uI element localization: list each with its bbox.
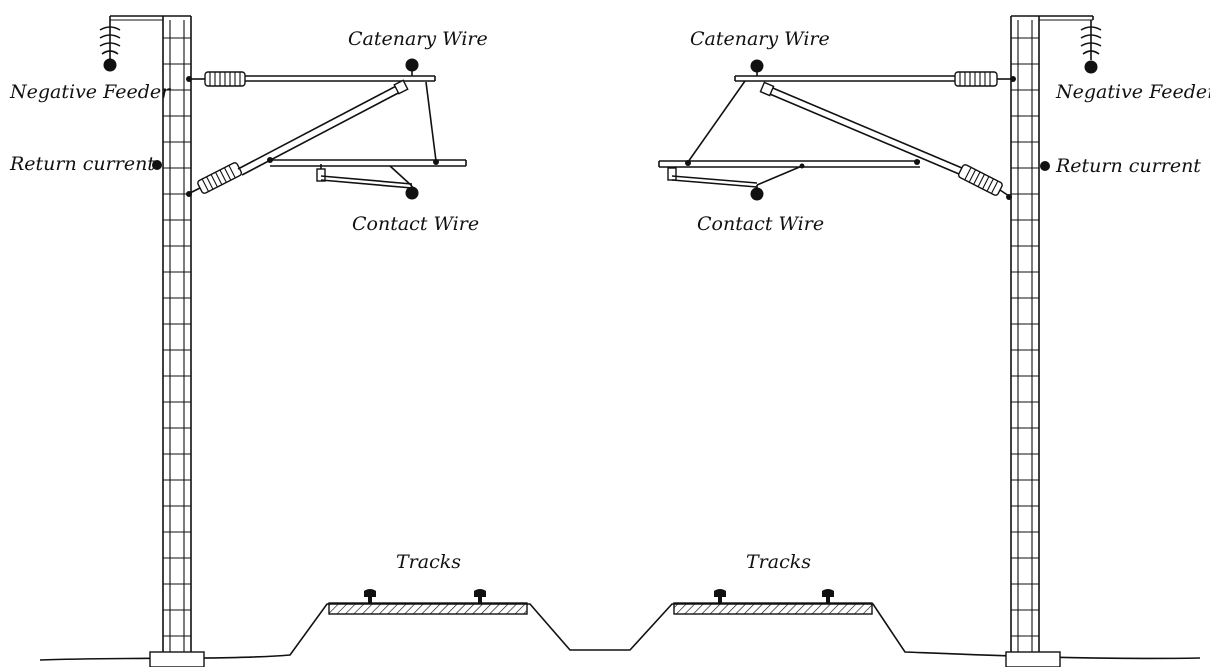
right-return-current-label: Return current <box>1055 155 1201 177</box>
left-catenary-support <box>186 58 436 87</box>
left-return-current-label: Return current <box>9 153 155 175</box>
left-tracks-label: Tracks <box>396 551 461 573</box>
right-return-current-dot <box>1040 161 1050 171</box>
left-cantilever-brace <box>186 79 437 197</box>
ground-profile <box>39 603 1201 661</box>
right-mast <box>1005 15 1094 667</box>
right-tracks-label: Tracks <box>746 551 811 573</box>
right-contact-support <box>658 159 920 201</box>
left-return-current-dot <box>152 160 162 170</box>
left-track <box>328 589 528 615</box>
left-catenary-wire-label: Catenary Wire <box>348 28 488 50</box>
left-negative-feeder-insulator <box>99 20 121 72</box>
right-negative-feeder-insulator <box>1080 20 1102 74</box>
left-mast <box>109 15 205 667</box>
right-cantilever-brace <box>687 80 1012 200</box>
right-catenary-wire-label: Catenary Wire <box>690 28 830 50</box>
left-negative-feeder-label: Negative Feeder <box>9 81 172 103</box>
right-contact-wire-label: Contact Wire <box>697 213 824 235</box>
right-catenary-support <box>734 59 1016 87</box>
right-negative-feeder-label: Negative Feeder <box>1055 81 1210 103</box>
left-contact-wire-label: Contact Wire <box>352 213 479 235</box>
right-track <box>673 589 873 615</box>
left-contact-support <box>267 157 467 200</box>
